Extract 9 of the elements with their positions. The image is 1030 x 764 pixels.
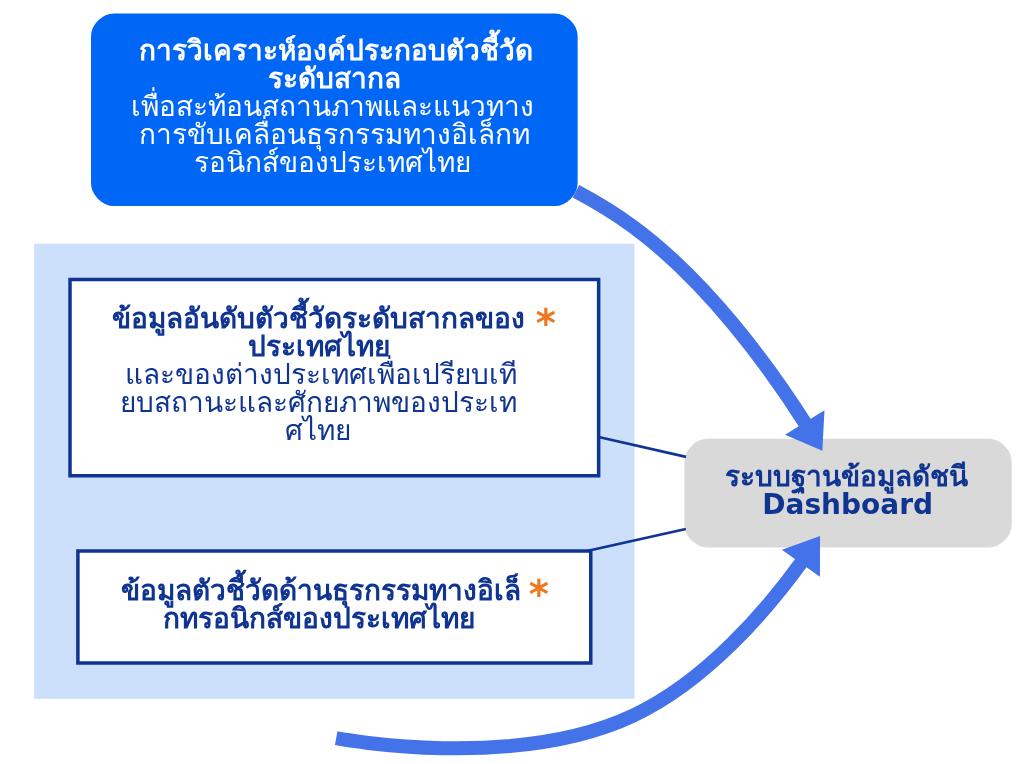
node-box: การวิเคราะห์องค์ประกอบตัวชี้วัดระดับสากล เพื่อสะท้อนสถานภาพและแนวทางการขับเคลื่อนธุรกรรมทางอิเล็กทรอนิกส์ของประเทศไทย [90, 13, 578, 207]
connector [586, 527, 686, 553]
arrow [572, 185, 824, 451]
cluster [33, 243, 635, 699]
arrow [334, 536, 820, 756]
node-box: ระบบฐานข้อมูลดัชนี Dashboard [683, 438, 1012, 548]
node-box: ข้อมูลตัวชี้วัดด้านธุรกรรมทางอิเล็กทรอนิกส์ของประเทศไทย * [75, 549, 592, 665]
node-box: ข้อมูลอันดับตัวชี้วัดระดับสากลของประเทศไทย และของต่างประเทศเพื่อเปรียบเทียบสถานะและศักยภาพของประเทศไทย * [67, 277, 600, 478]
connector [597, 435, 686, 459]
